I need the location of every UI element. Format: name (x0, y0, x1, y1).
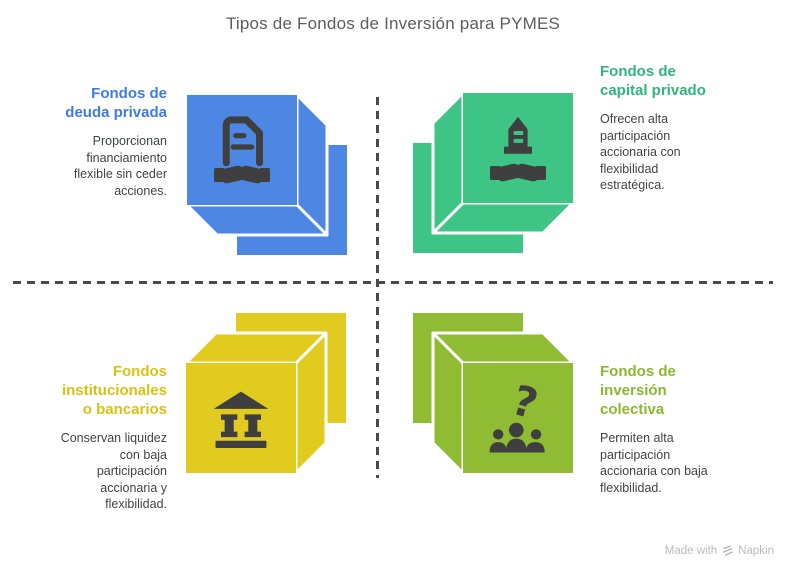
watermark-brand: Napkin (738, 544, 774, 557)
quadrant-br-text: Fondos de inversión colectiva Permiten a… (600, 362, 776, 496)
bank-icon (186, 363, 296, 473)
contract-handshake-icon (187, 95, 297, 205)
quadrant-description: Ofrecen alta participación accionaria co… (600, 112, 681, 193)
quadrant-tr-text: Fondos de capital privado Ofrecen alta p… (600, 62, 776, 194)
quadrant-description: Proporcionan financiamiento flexible sin… (73, 134, 167, 198)
cube-3d-shape (413, 313, 575, 475)
napkin-logo-icon (722, 545, 733, 556)
quadrant-heading: Fondos institucionales o bancarios (61, 363, 167, 419)
quadrant-tl-text: Fondos de deuda privada Proporcionan fin… (10, 84, 167, 199)
quadrant-heading: Fondos de inversión colectiva (600, 363, 676, 419)
horizontal-divider (13, 281, 773, 284)
quadrant-description: Conservan liquidez con baja participació… (60, 431, 167, 512)
quadrant-heading: Fondos de capital privado (600, 63, 706, 100)
cube-bl (184, 310, 349, 478)
cube-tl (185, 90, 350, 258)
quadrant-bl-text: Fondos institucionales o bancarios Conse… (8, 362, 167, 513)
people-question-icon: ? (463, 363, 573, 473)
building-handshake-icon (463, 93, 573, 203)
made-with-napkin[interactable]: Made with Napkin (665, 544, 774, 557)
vertical-divider (376, 97, 379, 478)
quadrant-heading: Fondos de deuda privada (65, 85, 167, 122)
watermark-prefix: Made with (664, 544, 718, 557)
cube-3d-shape (185, 93, 347, 255)
cube-br: ? (410, 310, 575, 478)
page-title: Tipos de Fondos de Inversión para PYMES (225, 14, 561, 33)
cube-tr (410, 88, 575, 256)
quadrant-description: Permiten alta participación accionaria c… (600, 431, 708, 495)
svg-text:?: ? (507, 380, 543, 429)
